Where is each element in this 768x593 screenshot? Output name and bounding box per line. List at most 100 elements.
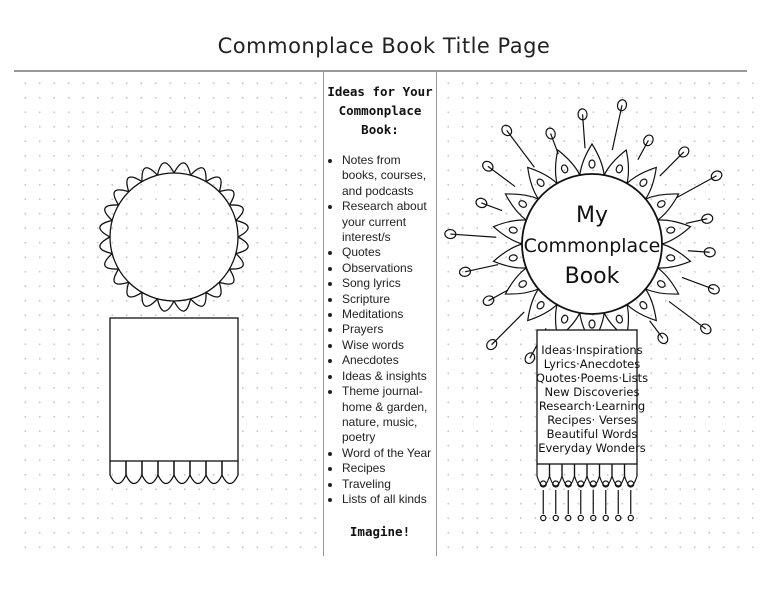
ray-tip: [577, 108, 588, 121]
ray-tip: [707, 284, 720, 295]
ray-tip: [616, 99, 628, 112]
banner-line: Lyrics·Anecdotes: [544, 357, 641, 371]
ray-tip: [643, 134, 654, 147]
spiked-petal: [657, 243, 692, 269]
petal-scallop: [156, 162, 175, 176]
ray-line: [687, 250, 710, 253]
banner-line: Everyday Wonders: [538, 441, 646, 455]
spiked-petal: [645, 267, 680, 295]
ideas-list-item: Quotes: [342, 245, 436, 260]
spiked-petal: [554, 148, 581, 184]
petal-scallop: [235, 219, 249, 238]
petal-scallop: [113, 189, 129, 206]
fringe-bead: [540, 514, 547, 522]
page-title: Commonplace Book Title Page: [217, 34, 551, 58]
ideas-list-item: Anecdotes: [342, 353, 436, 368]
petal-scallop: [141, 167, 158, 182]
spiked-petal: [492, 243, 527, 269]
fringe-bead: [565, 514, 572, 522]
medallion-line: Book: [565, 264, 620, 289]
ray-tip: [475, 197, 488, 209]
spiked-petal: [504, 267, 539, 295]
ideas-list: Notes from books, courses, and podcasts …: [324, 153, 436, 507]
blank-banner-rect: [109, 317, 239, 462]
petal-inner-oval: [508, 254, 518, 262]
spiked-petal: [626, 166, 658, 200]
ray-line: [649, 320, 664, 339]
petal-inner-oval: [560, 314, 569, 324]
ideas-list-item: Scripture: [342, 292, 436, 307]
fringe-scallop: [221, 461, 239, 485]
imagine-footer: Imagine!: [349, 524, 411, 539]
petal-scallop: [205, 282, 222, 298]
ray-line: [506, 130, 535, 168]
spiked-petal: [626, 288, 658, 322]
petal-scallop: [229, 253, 244, 270]
ray-tip: [524, 352, 536, 365]
ray-line: [491, 311, 525, 345]
ray-tip: [710, 170, 723, 182]
ray-tip: [486, 338, 498, 351]
fringe-scallop: [561, 464, 576, 487]
ray-tip: [700, 323, 712, 335]
spiked-petal: [603, 148, 630, 184]
banner-line: Ideas·Inspirations: [541, 343, 642, 357]
spiked-petal: [579, 142, 605, 176]
petal-inner-oval: [518, 200, 528, 208]
petal-inner-oval: [588, 319, 596, 329]
ideas-list-item: Traveling: [342, 477, 436, 492]
petal-scallop: [104, 204, 119, 221]
petal-inner-oval: [656, 280, 666, 288]
fringe-bead: [615, 514, 622, 522]
fringe-scallop: [586, 464, 601, 487]
fringe-dot: [602, 480, 610, 488]
fringe-scallop: [598, 464, 613, 487]
petal-inner-oval: [666, 226, 676, 234]
petal-scallop: [99, 219, 113, 238]
ideas-list-item: Prayers: [342, 322, 436, 337]
petal-inner-oval: [615, 164, 624, 174]
ideas-list-item: Wise words: [342, 338, 436, 353]
petal-scallop: [173, 298, 192, 312]
ray-tip: [482, 160, 494, 172]
banner-line: Quotes·Poems·Lists: [536, 371, 648, 385]
petal-scallop: [190, 292, 207, 307]
ray-line: [488, 289, 509, 302]
fringe-scallop: [536, 464, 551, 487]
fringe-dot: [577, 480, 585, 488]
petal-scallop: [104, 253, 119, 270]
banner-line: Research·Learning: [539, 399, 645, 413]
fringe-dot: [564, 480, 572, 488]
ray-line: [668, 300, 707, 330]
fringe-dot: [539, 480, 547, 488]
petal-inner-oval: [518, 280, 528, 288]
petal-inner-oval: [639, 301, 648, 310]
medallion-line: Commonplace: [524, 235, 661, 257]
ideas-list-item: Theme journal- home & garden, nature, mu…: [342, 384, 436, 446]
spiked-petal: [645, 193, 680, 221]
fringe-scallop: [623, 464, 638, 487]
petal-inner-oval: [536, 301, 545, 310]
spiked-petal: [504, 193, 539, 221]
ideas-list-item: Word of the Year: [342, 446, 436, 461]
ray-tip: [444, 228, 457, 240]
ideas-heading: Ideas for Your Commonplace Book:: [327, 84, 433, 137]
petal-inner-oval: [560, 164, 569, 174]
medallion-line: My: [576, 203, 608, 228]
ray-line: [637, 140, 649, 160]
petal-scallop: [126, 282, 143, 298]
fringe-scallop: [573, 464, 588, 487]
ideas-list-item: Research about your current interest/s: [342, 199, 436, 245]
fringe-bead: [602, 514, 609, 522]
fringe-dot: [589, 480, 597, 488]
spiked-petal: [492, 219, 527, 245]
ideas-column: Ideas for Your Commonplace Book: Notes f…: [323, 72, 437, 556]
banner-line: Beautiful Words: [547, 427, 638, 441]
fringe-bead: [590, 514, 597, 522]
banner-line: Recipes· Verses: [547, 413, 637, 427]
ideas-list-item: Observations: [342, 261, 436, 276]
blank-medallion-circle: [109, 172, 239, 302]
petal-scallop: [156, 298, 175, 312]
petal-scallop: [99, 236, 113, 255]
